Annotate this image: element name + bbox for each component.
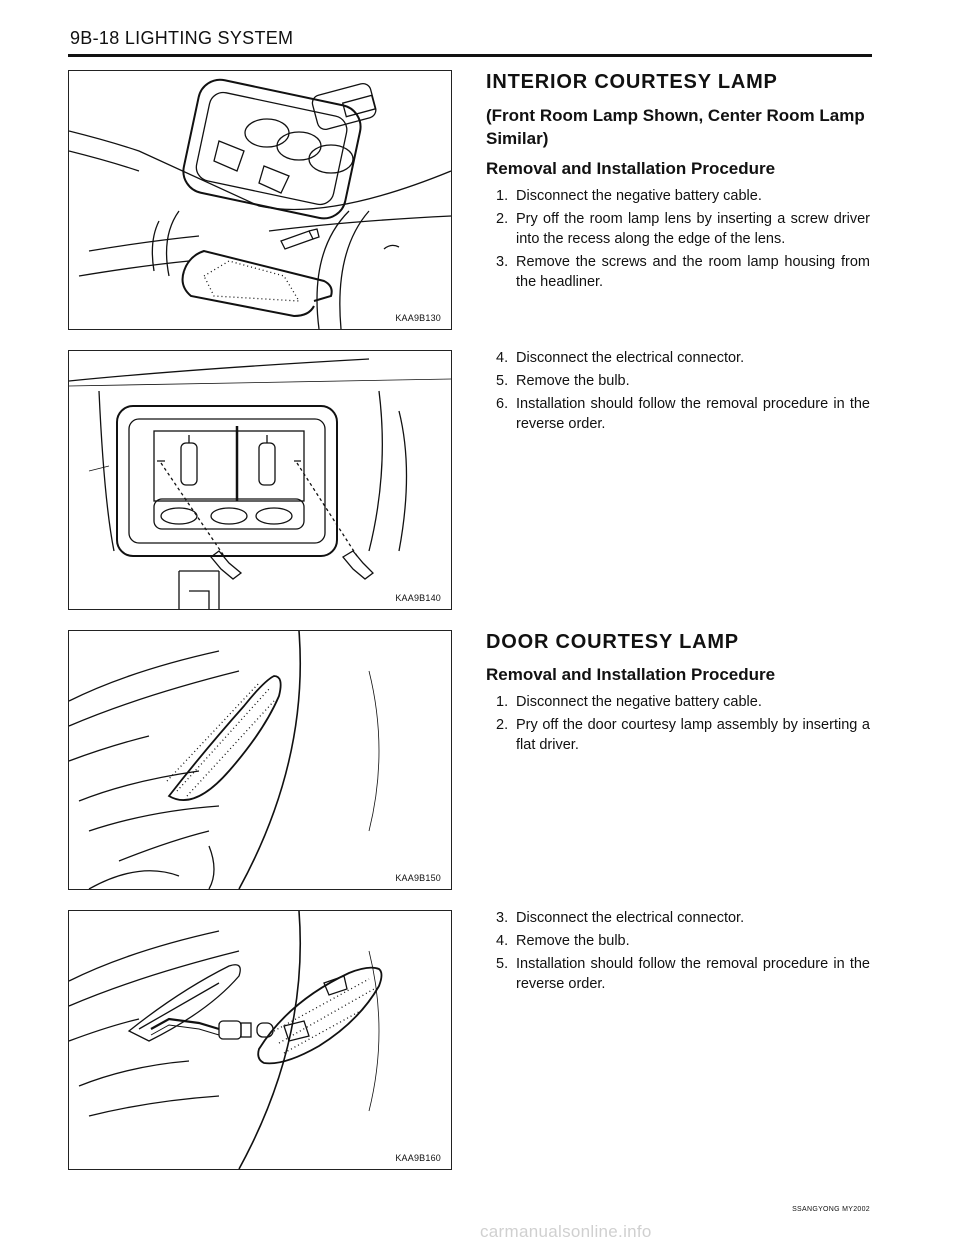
step-number: 3. [496,254,509,270]
header-rule [68,54,872,57]
step-text: Disconnect the negative battery cable. [516,694,762,710]
step-number: 2. [496,717,509,733]
figure-room-lamp-lens: KAA9B130 [68,70,452,330]
figure-door-lamp: KAA9B150 [68,630,452,890]
interior-lamp-steps-continued: 4. Disconnect the electrical connector. 5… [486,348,870,437]
step-item: 6. Installation should follow the removal… [486,394,870,434]
room-lamp-lens-illustration [69,78,451,329]
step-text: Remove the bulb. [516,373,630,389]
figure-room-lamp-housing: KAA9B140 [68,350,452,610]
door-lamp-bulb-illustration [69,911,383,1169]
step-item: 3. Remove the screws and the room lamp ho… [486,252,870,292]
step-item: 5. Remove the bulb. [486,371,870,391]
step-text: Remove the screws and the room lamp hous… [516,254,870,290]
step-item: 1. Disconnect the negative battery cable. [486,692,870,712]
step-item: 4. Remove the bulb. [486,931,870,951]
figure-label: KAA9B130 [395,313,441,323]
step-number: 3. [496,910,509,926]
section-title: DOOR COURTESY LAMP [486,631,739,653]
step-number: 5. [496,373,509,389]
interior-lamp-section: INTERIOR COURTESY LAMP (Front Room Lamp … [486,70,870,295]
step-item: 2. Pry off the room lamp lens by insertin… [486,209,870,249]
step-text: Disconnect the negative battery cable. [516,188,762,204]
door-lamp-section: DOOR COURTESY LAMP Removal and Installat… [486,630,870,758]
step-number: 2. [496,211,509,227]
step-item: 1. Disconnect the negative battery cable. [486,186,870,206]
step-item: 5. Installation should follow the removal… [486,954,870,994]
step-text: Pry off the door courtesy lamp assembly … [516,717,870,753]
step-text: Disconnect the electrical connector. [516,910,745,926]
step-text: Disconnect the electrical connector. [516,350,745,366]
step-number: 6. [496,396,509,412]
figure-label: KAA9B150 [395,873,441,883]
step-item: 2. Pry off the door courtesy lamp assembl… [486,715,870,755]
steps-list: 3. Disconnect the electrical connector. 4… [486,908,870,994]
footer-watermark: carmanualsonline.info [480,1222,652,1241]
door-lamp-illustration [69,631,380,889]
step-item: 3. Disconnect the electrical connector. [486,908,870,928]
steps-list: 1. Disconnect the negative battery cable.… [486,692,870,755]
step-number: 1. [496,188,509,204]
steps-list: 1. Disconnect the negative battery cable.… [486,186,870,292]
figure-door-lamp-bulb: KAA9B160 [68,910,452,1170]
step-number: 4. [496,933,509,949]
footer-model: SSANGYONG MY2002 [792,1206,870,1213]
step-text: Installation should follow the removal p… [516,956,870,992]
section-title: INTERIOR COURTESY LAMP [486,71,778,93]
figure-label: KAA9B140 [395,593,441,603]
step-text: Remove the bulb. [516,933,630,949]
door-lamp-steps-continued: 3. Disconnect the electrical connector. 4… [486,908,870,997]
step-number: 1. [496,694,509,710]
procedure-title: Removal and Installation Procedure [486,665,776,684]
procedure-title: Removal and Installation Procedure [486,159,776,178]
page-header: 9B-18 LIGHTING SYSTEM [70,28,294,48]
step-text: Pry off the room lamp lens by inserting … [516,211,870,247]
step-item: 4. Disconnect the electrical connector. [486,348,870,368]
room-lamp-housing-illustration [69,358,451,609]
step-number: 5. [496,956,509,972]
step-number: 4. [496,350,509,366]
figure-label: KAA9B160 [395,1153,441,1163]
step-text: Installation should follow the removal p… [516,396,870,432]
steps-list: 4. Disconnect the electrical connector. 5… [486,348,870,434]
section-subtitle: (Front Room Lamp Shown, Center Room Lamp… [486,106,865,148]
